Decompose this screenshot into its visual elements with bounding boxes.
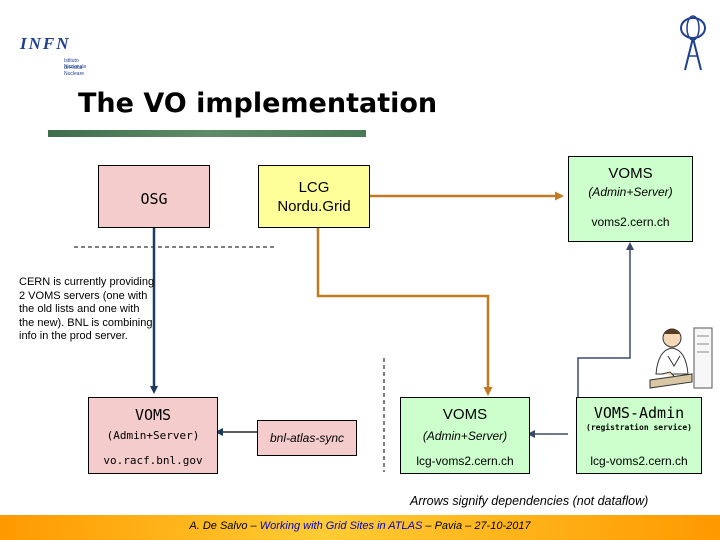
osg-node: OSG [98, 165, 210, 228]
lcg-node: LCG Nordu.Grid [258, 165, 370, 228]
voms-admin-node: VOMS-Admin (registration service) lcg-vo… [576, 397, 702, 474]
voms-top-subtitle: (Admin+Server) [588, 185, 673, 199]
footer-author: A. De Salvo – [189, 520, 257, 532]
bnl-sync-node: bnl-atlas-sync [257, 420, 357, 456]
voms-top-node: VOMS (Admin+Server) voms2.cern.ch [568, 156, 693, 242]
page-title: The VO implementation [78, 88, 438, 119]
note-text: CERN is currently providing 2 VOMS serve… [19, 276, 155, 342]
atlas-logo-icon [680, 15, 706, 71]
voms-top-host: voms2.cern.ch [591, 215, 670, 229]
footer-bar [0, 515, 720, 540]
footer-talk: Working with Grid Sites in ATLAS [259, 520, 423, 532]
footer: A. De Salvo – Working with Grid Sites in… [0, 520, 720, 532]
voms-lcg-host: lcg-voms2.cern.ch [416, 454, 514, 468]
logo-subtitle: Istituto Nazionale [64, 58, 87, 70]
osg-label: OSG [140, 190, 168, 208]
bnl-sync-label: bnl-atlas-sync [269, 431, 345, 445]
person-at-desk-icon [649, 327, 713, 389]
lcg-label-2: Nordu.Grid [277, 198, 351, 215]
voms-bnl-node: VOMS (Admin+Server) vo.racf.bnl.gov [88, 397, 218, 474]
voms-admin-host: lcg-voms2.cern.ch [590, 454, 688, 468]
title-underline [48, 130, 366, 137]
infn-logo: INFN Istituto Nazionale di Fisica Nuclea… [8, 14, 98, 77]
logo-subtitle-2: di Fisica Nucleare [64, 65, 85, 77]
voms-admin-subtitle: (registration service) [586, 423, 692, 432]
voms-lcg-subtitle: (Admin+Server) [422, 429, 508, 443]
logo-text: INFN [20, 34, 71, 53]
admin-voms-top-arrow [577, 242, 634, 398]
voms-admin-title: VOMS-Admin [593, 404, 685, 422]
voms-lcg-node: VOMS (Admin+Server) lcg-voms2.cern.ch [400, 397, 530, 474]
caption: Arrows signify dependencies (not dataflo… [410, 494, 649, 508]
voms-top-title: VOMS [608, 165, 653, 182]
voms-bnl-host: vo.racf.bnl.gov [103, 454, 203, 467]
voms-lcg-title: VOMS [442, 406, 488, 423]
voms-bnl-subtitle: (Admin+Server) [106, 429, 200, 442]
lcg-voms-lcg-arrow [316, 228, 493, 396]
lcg-label-1: LCG [298, 179, 330, 196]
voms-bnl-title: VOMS [134, 406, 172, 424]
footer-place: – Pavia – 27-10-2017 [425, 520, 531, 532]
